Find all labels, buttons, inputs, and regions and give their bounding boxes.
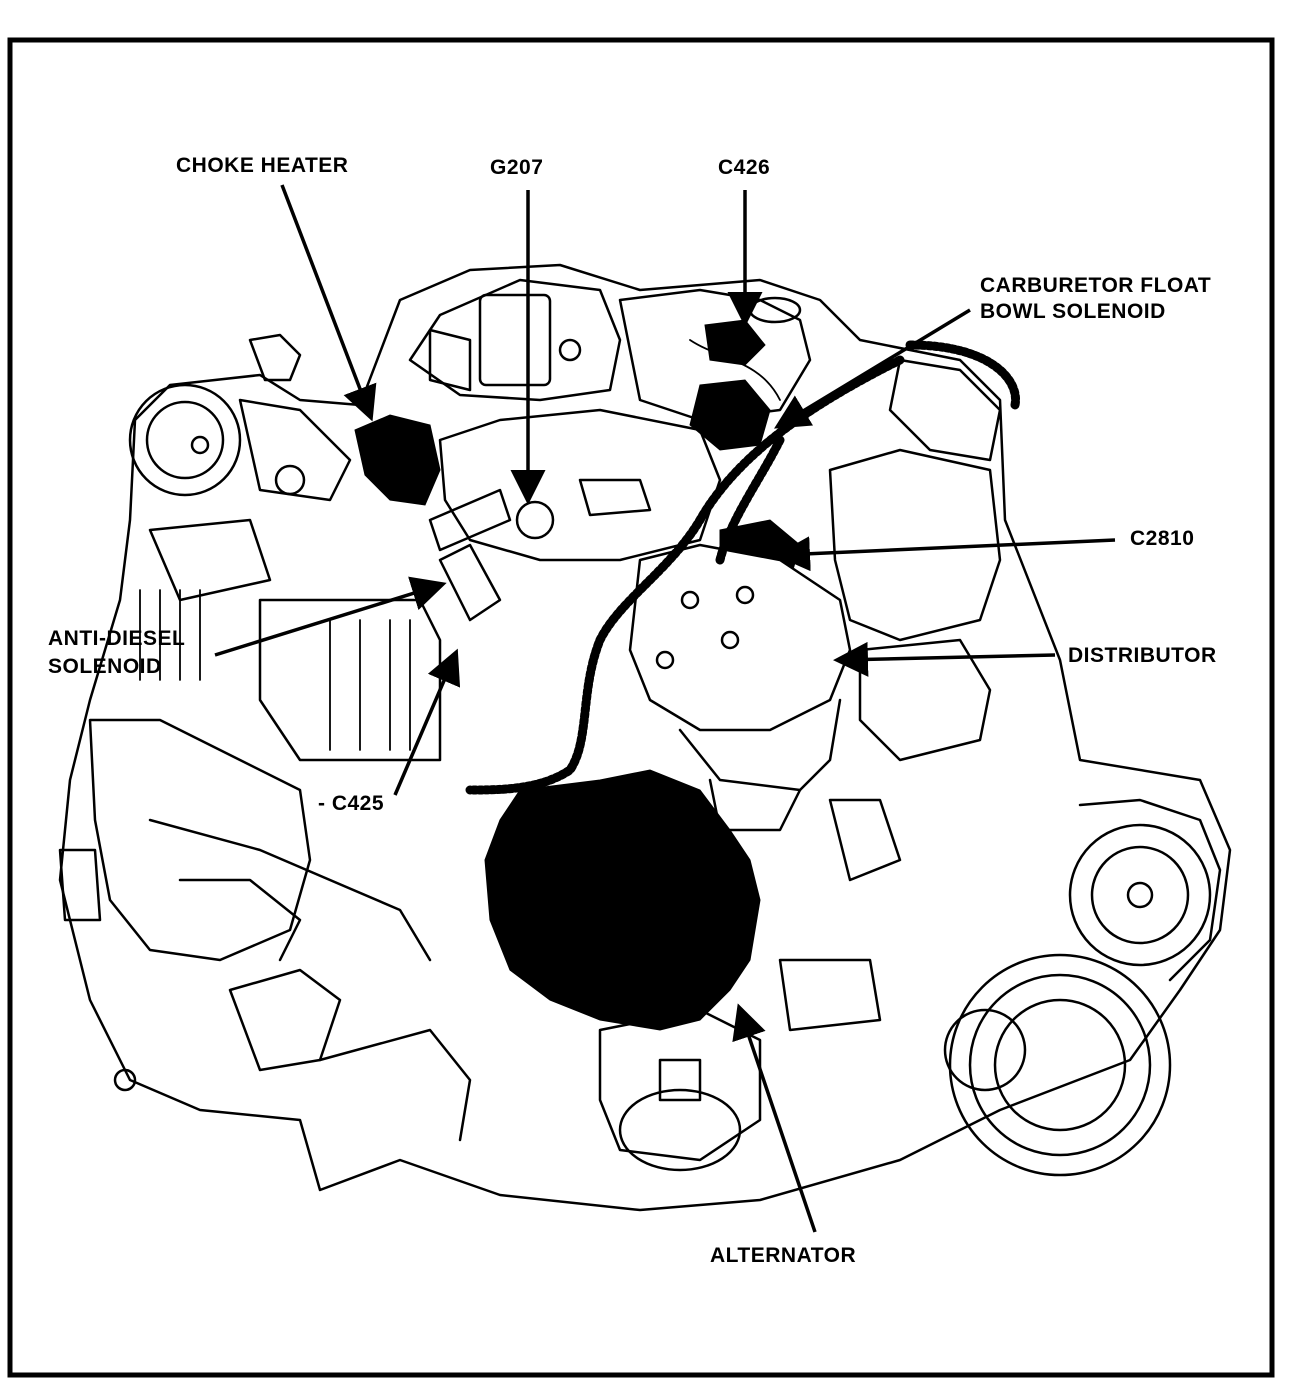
leader-carb-solenoid — [774, 308, 971, 429]
label-g207: G207 — [490, 156, 543, 179]
label-choke-heater: CHOKE HEATER — [176, 154, 348, 177]
diagram-frame — [7, 37, 1275, 1378]
leader-alternator — [732, 1003, 817, 1233]
leader-anti-diesel — [214, 576, 447, 657]
label-anti-diesel-line1: ANTI-DIESEL — [48, 627, 185, 650]
leader-c2810 — [775, 536, 1116, 572]
leader-choke-heater — [280, 184, 377, 422]
leader-arrows — [214, 184, 1116, 1233]
label-c426: C426 — [718, 156, 770, 179]
leader-distributor — [833, 641, 1056, 677]
leader-c425 — [393, 648, 461, 796]
callout-labels: CHOKE HEATER G207 C426 CARBURETOR FLOAT … — [48, 154, 1217, 1267]
label-distributor: DISTRIBUTOR — [1068, 644, 1217, 667]
label-alternator: ALTERNATOR — [710, 1244, 856, 1267]
label-carb-solenoid-line1: CARBURETOR FLOAT — [980, 274, 1211, 297]
engine-illustration — [58, 263, 1232, 1212]
label-anti-diesel-line2: SOLENOID — [48, 655, 162, 678]
label-c425: - C425 — [318, 792, 384, 815]
label-carb-solenoid-line2: BOWL SOLENOID — [980, 300, 1166, 323]
label-c2810: C2810 — [1130, 527, 1194, 550]
